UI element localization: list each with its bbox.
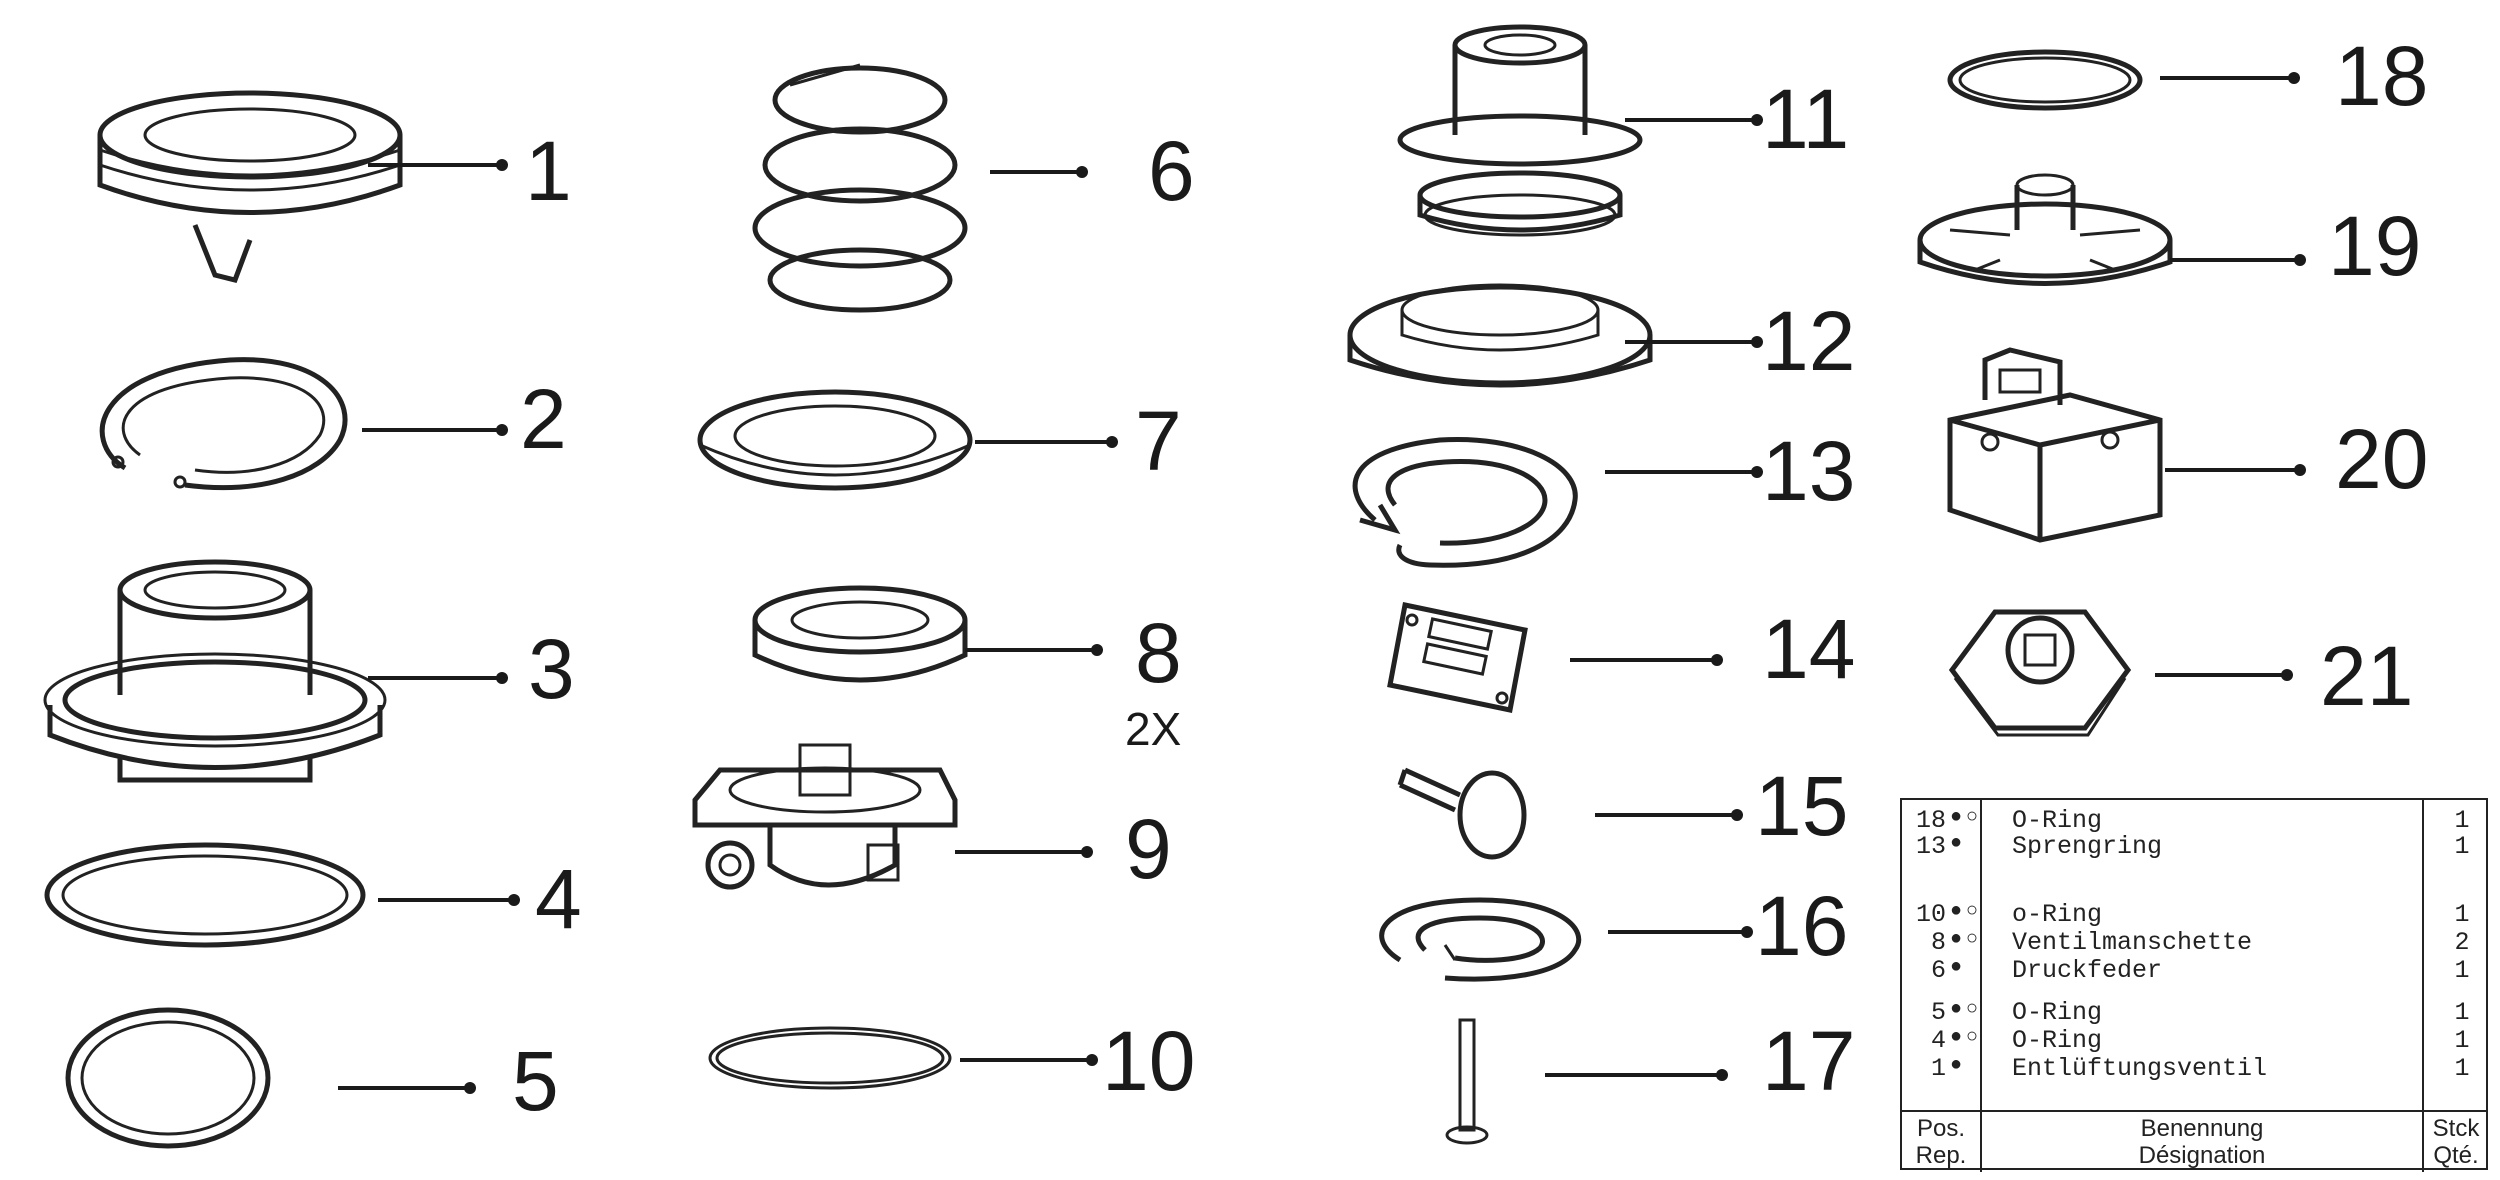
leader-lines [338, 72, 2306, 1094]
parts-list-table: 18 ● ○ O-Ring 1 13 ● Sprengring 1 10 ● ○… [1900, 798, 2488, 1172]
callout-12: 12 [1762, 294, 1855, 388]
callout-5: 5 [512, 1034, 559, 1128]
part-1-vent-valve [97, 90, 403, 283]
callout-14: 14 [1762, 602, 1855, 696]
part-4-o-ring [44, 842, 366, 948]
callout-7: 7 [1135, 394, 1182, 488]
part-19-cap [1917, 173, 2173, 286]
callout-18: 18 [2335, 29, 2428, 123]
part-8-valve-sleeve [752, 585, 968, 683]
part-7-washer [697, 389, 973, 491]
part-2-snap-ring [99, 357, 348, 490]
table-row: 8 ● ○ Ventilmanschette 2 [1930, 928, 2470, 957]
callout-19: 19 [2328, 199, 2421, 293]
table-row: 5 ● ○ O-Ring 1 [1930, 998, 2470, 1027]
table-divider [2422, 800, 2424, 1172]
callout-21: 21 [2320, 629, 2413, 723]
table-row: 10 ● ○ o-Ring 1 [1915, 900, 2470, 929]
callout-15: 15 [1755, 759, 1848, 853]
callout-2: 2 [520, 372, 567, 466]
callout-10: 10 [1102, 1014, 1195, 1108]
header-pos: Pos. Rep. [1915, 1115, 1967, 1169]
part-15-screw [1397, 767, 1527, 860]
header-qty: Stck Qté. [2432, 1115, 2480, 1169]
table-divider [1980, 800, 1982, 1110]
callout-13: 13 [1762, 424, 1855, 518]
part-9-valve-body [692, 743, 958, 890]
part-14-nameplate [1387, 602, 1528, 713]
part-10-o-ring [708, 1026, 952, 1090]
callout-17: 17 [1762, 1014, 1855, 1108]
part-20-cover [1947, 347, 2163, 543]
table-row: 18 ● ○ O-Ring 1 [1915, 806, 2470, 835]
table-row: 6 ● Druckfeder 1 [1930, 956, 2470, 985]
callout-8-quantity: 2X [1125, 703, 1181, 755]
table-row: 13 ● Sprengring 1 [1915, 832, 2470, 861]
part-21-nut [1948, 609, 2132, 737]
callout-6: 6 [1148, 124, 1195, 218]
part-3-housing [43, 559, 387, 783]
table-divider [1902, 1110, 2486, 1112]
callout-3: 3 [528, 622, 575, 716]
callout-20: 20 [2335, 412, 2428, 506]
callout-16: 16 [1755, 879, 1848, 973]
part-13-snap-ring [1352, 436, 1578, 568]
part-16-spring-washer [1379, 897, 1582, 982]
callout-9: 9 [1125, 802, 1172, 896]
table-row: 4 ● ○ O-Ring 1 [1930, 1026, 2470, 1055]
callout-1: 1 [525, 124, 572, 218]
part-11-valve-piston [1397, 24, 1643, 237]
part-6-spring [752, 63, 968, 313]
part-17-pin [1445, 1018, 1489, 1145]
table-row: 1 ● Entlüftungsventil 1 [1930, 1054, 2470, 1083]
part-5-o-ring [65, 1007, 271, 1149]
header-name: Benennung Désignation [2138, 1115, 2266, 1169]
part-18-o-ring [1947, 49, 2143, 111]
table-divider [1980, 1110, 1982, 1172]
callout-8: 8 [1135, 606, 1182, 700]
part-12-flange [1347, 283, 1653, 388]
callout-11: 11 [1762, 72, 1849, 166]
callout-4: 4 [535, 852, 582, 946]
